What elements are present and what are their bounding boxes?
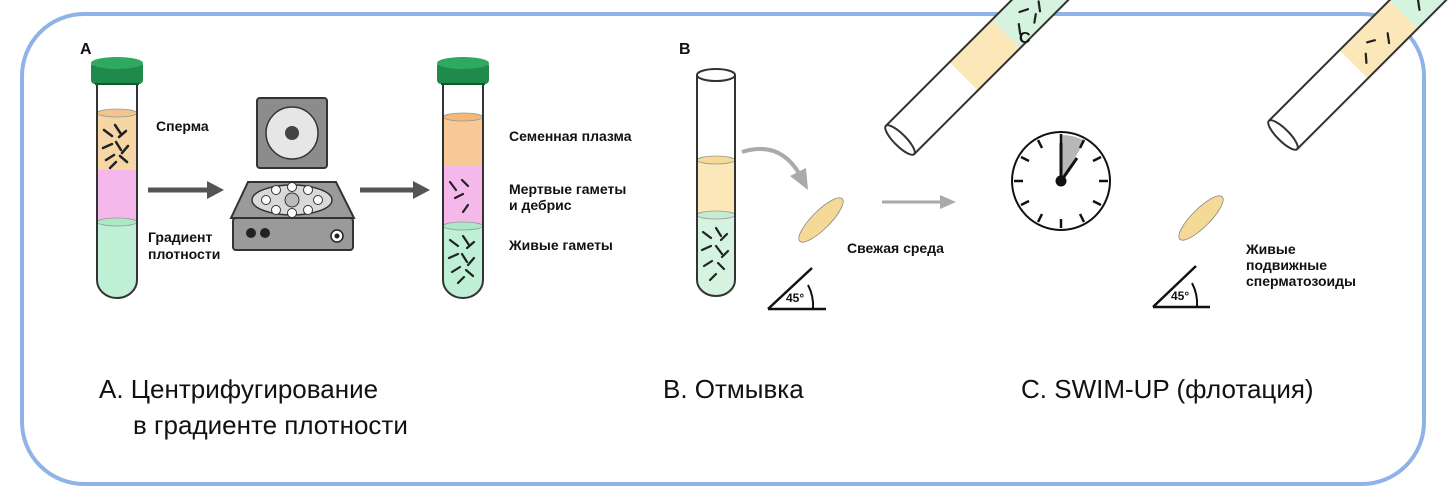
caption-b: B. Отмывка [663,374,804,404]
panel-c-letter: C [1019,30,1031,47]
label-live-gametes: Живые гаметы [509,237,613,253]
tilted-boundary-b [798,197,844,243]
washing-tube-vertical [696,68,736,297]
label-motile-line1: Живые [1246,241,1296,257]
label-gradient-line1: Градиент [148,229,213,245]
curved-arrow [741,146,802,177]
clock-icon [1011,131,1111,231]
label-dead-line2: и дебрис [509,197,572,213]
angle-indicator-c [1152,265,1210,309]
swimup-tube-tilted [1267,0,1450,151]
angle-indicator-b [767,267,826,311]
caption-a-line2: в градиенте плотности [133,410,408,440]
label-fresh-medium: Свежая среда [847,240,944,256]
label-motile-line3: сперматозоиды [1246,273,1357,289]
angle-label-c: 45° [1171,289,1190,303]
tube-after-centrifugation [437,57,489,299]
label-gradient-line2: плотности [148,246,221,262]
outer-frame [20,12,1426,486]
label-motile-line2: подвижные [1246,257,1328,273]
panel-a-letter: A [80,41,92,58]
tilted-boundary-c [1178,195,1224,241]
caption-c: C. SWIM-UP (флотация) [1021,374,1314,404]
arrow-b-to-c [882,195,956,209]
centrifuge-icon [229,97,356,251]
label-seminal-plasma: Семенная плазма [509,128,632,144]
label-dead-line1: Мертвые гаметы [509,181,627,197]
label-sperm: Сперма [156,118,209,134]
washing-tube-tilted [884,0,1086,156]
curved-arrow-head [790,168,808,190]
arrow-to-result-tube [360,181,430,199]
caption-a-line1: А. Центрифугирование [99,374,379,404]
arrow-to-centrifuge [148,181,224,199]
panel-b-letter: B [679,41,691,58]
tube-before-centrifugation [91,57,143,299]
angle-label-b: 45° [786,291,805,305]
